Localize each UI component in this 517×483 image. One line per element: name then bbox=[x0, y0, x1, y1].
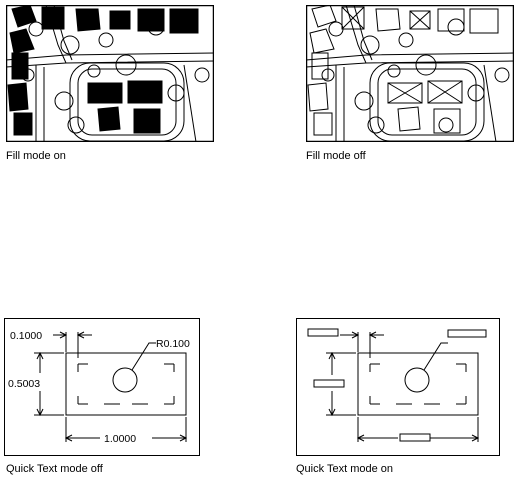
quick-text-on-figure bbox=[296, 318, 500, 456]
height-text-box bbox=[313, 379, 345, 388]
fill-off-site-plan bbox=[306, 5, 514, 142]
height-dimension-text: 0.5003 bbox=[8, 378, 40, 390]
caption-quick-text-off: Quick Text mode off bbox=[6, 463, 103, 475]
caption-fill-mode-on: Fill mode on bbox=[6, 150, 66, 162]
radius-text-box bbox=[447, 329, 487, 338]
offset-text-box bbox=[307, 328, 339, 337]
fill-on-site-plan bbox=[6, 5, 214, 142]
fill-mode-on-figure bbox=[6, 5, 214, 142]
radius-dimension-text: R0.100 bbox=[156, 338, 190, 350]
caption-fill-mode-off: Fill mode off bbox=[306, 150, 366, 162]
width-dimension-text: 1.0000 bbox=[104, 433, 136, 445]
dimensioned-part-drawing: 0.1000 0.5003 1.0000 R0.100 bbox=[4, 318, 200, 456]
offset-dimension-text: 0.1000 bbox=[10, 330, 42, 342]
quick-text-off-figure: 0.1000 0.5003 1.0000 R0.100 bbox=[4, 318, 200, 456]
caption-quick-text-on: Quick Text mode on bbox=[296, 463, 394, 475]
fill-mode-off-figure bbox=[306, 5, 514, 142]
width-text-box bbox=[399, 433, 431, 442]
dimensioned-part-drawing-boxes bbox=[296, 318, 500, 456]
